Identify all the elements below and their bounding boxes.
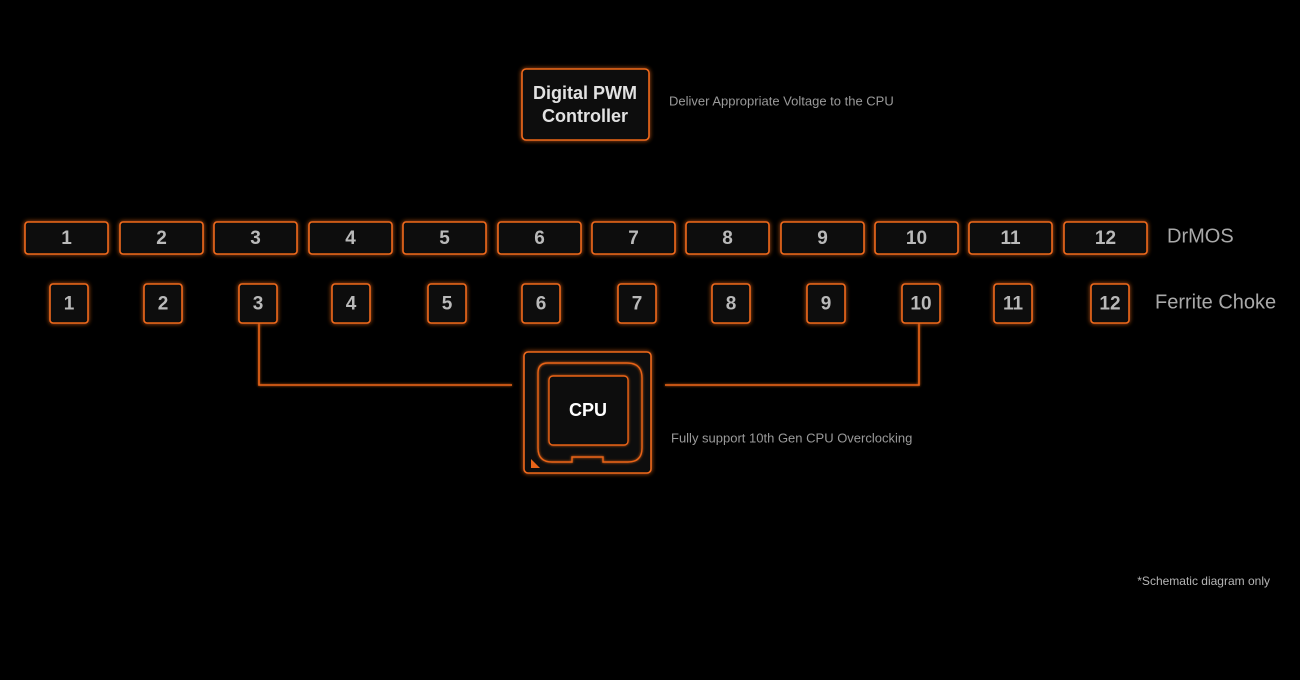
ferrite-choke-3: 3 bbox=[238, 283, 278, 324]
cpu-socket-outline bbox=[537, 362, 643, 463]
ferrite-choke-number: 10 bbox=[910, 294, 931, 315]
drmos-phase-4: 4 bbox=[308, 221, 393, 255]
ferrite-choke-number: 9 bbox=[821, 294, 832, 315]
ferrite-choke-9: 9 bbox=[806, 283, 846, 324]
cpu-feed-line-right bbox=[665, 323, 920, 386]
schematic-footnote: *Schematic diagram only bbox=[1137, 574, 1270, 588]
pwm-controller-label-line1: Digital PWM bbox=[533, 83, 637, 103]
drmos-phase-10: 10 bbox=[874, 221, 959, 255]
ferrite-choke-box bbox=[806, 283, 846, 324]
ferrite-choke-number: 6 bbox=[536, 294, 547, 315]
ferrite-choke-box bbox=[1090, 283, 1130, 324]
drmos-number: 7 bbox=[628, 228, 639, 249]
ferrite-choke-number: 1 bbox=[64, 294, 75, 315]
ferrite-choke-11: 11 bbox=[993, 283, 1033, 324]
drmos-number: 8 bbox=[722, 228, 733, 249]
pwm-controller-frame bbox=[521, 68, 650, 141]
ferrite-choke-number: 8 bbox=[726, 294, 737, 315]
drmos-box bbox=[968, 221, 1053, 255]
connector-lines bbox=[68, 140, 1111, 386]
drmos-number: 9 bbox=[817, 228, 828, 249]
cpu-chip: CPU bbox=[523, 351, 652, 474]
drmos-phase-7: 7 bbox=[591, 221, 676, 255]
ferrite-choke-row-label: Ferrite Choke bbox=[1155, 291, 1276, 313]
cpu-label: CPU bbox=[569, 400, 607, 420]
ferrite-choke-12: 12 bbox=[1090, 283, 1130, 324]
drmos-phase-6: 6 bbox=[497, 221, 582, 255]
drmos-number: 1 bbox=[61, 228, 72, 249]
ferrite-choke-6: 6 bbox=[521, 283, 561, 324]
ferrite-choke-number: 2 bbox=[158, 294, 169, 315]
drmos-number: 3 bbox=[250, 228, 261, 249]
drmos-box bbox=[874, 221, 959, 255]
ferrite-choke-10: 10 bbox=[901, 283, 941, 324]
cpu-description: Fully support 10th Gen CPU Overclocking bbox=[671, 430, 912, 445]
drmos-phase-3: 3 bbox=[213, 221, 298, 255]
drmos-phase-5: 5 bbox=[402, 221, 487, 255]
ferrite-choke-box bbox=[711, 283, 751, 324]
ferrite-choke-number: 4 bbox=[346, 294, 357, 315]
drmos-number: 5 bbox=[439, 228, 450, 249]
drmos-box bbox=[1063, 221, 1148, 255]
drmos-number: 4 bbox=[345, 228, 356, 249]
drmos-box bbox=[497, 221, 582, 255]
pwm-controller-label-line2: Controller bbox=[542, 106, 628, 126]
ferrite-choke-box bbox=[521, 283, 561, 324]
ferrite-choke-box bbox=[143, 283, 183, 324]
pwm-controller-box: Digital PWM Controller bbox=[521, 68, 650, 141]
drmos-phase-8: 8 bbox=[685, 221, 770, 255]
drmos-phase-2: 2 bbox=[119, 221, 204, 255]
ferrite-choke-number: 5 bbox=[442, 294, 453, 315]
ferrite-choke-box bbox=[993, 283, 1033, 324]
drmos-number: 11 bbox=[1000, 228, 1021, 249]
drmos-box bbox=[402, 221, 487, 255]
drmos-number: 12 bbox=[1095, 228, 1116, 249]
cpu-pin1-marker-icon bbox=[531, 459, 540, 468]
drmos-box bbox=[591, 221, 676, 255]
ferrite-choke-1: 1 bbox=[49, 283, 89, 324]
ferrite-choke-8: 8 bbox=[711, 283, 751, 324]
ferrite-choke-2: 2 bbox=[143, 283, 183, 324]
drmos-number: 10 bbox=[906, 228, 927, 249]
ferrite-choke-5: 5 bbox=[427, 283, 467, 324]
drmos-phase-11: 11 bbox=[968, 221, 1053, 255]
ferrite-choke-7: 7 bbox=[617, 283, 657, 324]
drmos-row-label: DrMOS bbox=[1167, 225, 1234, 247]
drmos-phase-9: 9 bbox=[780, 221, 865, 255]
ferrite-choke-box bbox=[49, 283, 89, 324]
drmos-box bbox=[685, 221, 770, 255]
ferrite-choke-number: 11 bbox=[1003, 294, 1024, 315]
ferrite-choke-number: 7 bbox=[632, 294, 643, 315]
drmos-box bbox=[24, 221, 109, 255]
drmos-number: 2 bbox=[156, 228, 167, 249]
drmos-box bbox=[119, 221, 204, 255]
ferrite-choke-box bbox=[901, 283, 941, 324]
ferrite-choke-box bbox=[617, 283, 657, 324]
controller-description: Deliver Appropriate Voltage to the CPU bbox=[669, 93, 894, 108]
ferrite-choke-box bbox=[331, 283, 371, 324]
drmos-box bbox=[308, 221, 393, 255]
cpu-die bbox=[548, 375, 629, 446]
ferrite-choke-4: 4 bbox=[331, 283, 371, 324]
drmos-phase-12: 12 bbox=[1063, 221, 1148, 255]
drmos-box bbox=[780, 221, 865, 255]
ferrite-choke-box bbox=[427, 283, 467, 324]
drmos-box bbox=[213, 221, 298, 255]
drmos-number: 6 bbox=[534, 228, 545, 249]
drmos-phase-1: 1 bbox=[24, 221, 109, 255]
ferrite-choke-number: 12 bbox=[1099, 294, 1120, 315]
cpu-feed-line-left bbox=[258, 323, 512, 386]
ferrite-choke-number: 3 bbox=[253, 294, 264, 315]
ferrite-choke-box bbox=[238, 283, 278, 324]
